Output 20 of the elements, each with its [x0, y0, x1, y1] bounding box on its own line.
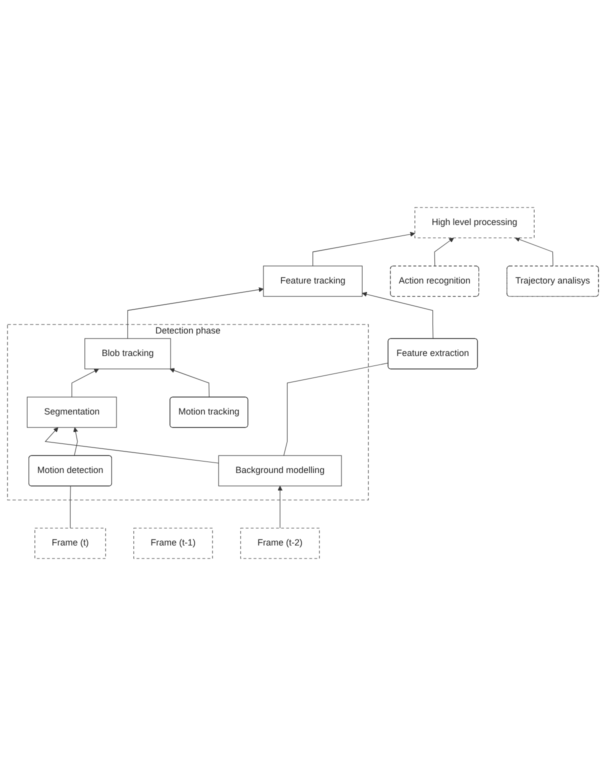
node-box: Frame (t-2) [240, 527, 320, 558]
arrow [44, 426, 218, 463]
arrow [362, 291, 433, 339]
node-box: Blob tracking [84, 338, 170, 369]
arrow [312, 231, 415, 266]
arrow [126, 286, 264, 338]
connector [283, 362, 388, 456]
arrow [434, 237, 454, 266]
arrow [277, 485, 282, 528]
arrow [514, 236, 553, 266]
arrow [72, 426, 78, 456]
arrow [71, 368, 98, 397]
node-box: Feature tracking [262, 265, 362, 296]
node-box: Frame (t) [34, 527, 106, 558]
connector [69, 485, 70, 528]
node-box: High level processing [414, 206, 534, 238]
node-box: Frame (t-1) [132, 527, 212, 558]
arrow [169, 368, 209, 398]
node-box: Background modelling [218, 454, 342, 486]
node-box: Segmentation [26, 396, 116, 428]
